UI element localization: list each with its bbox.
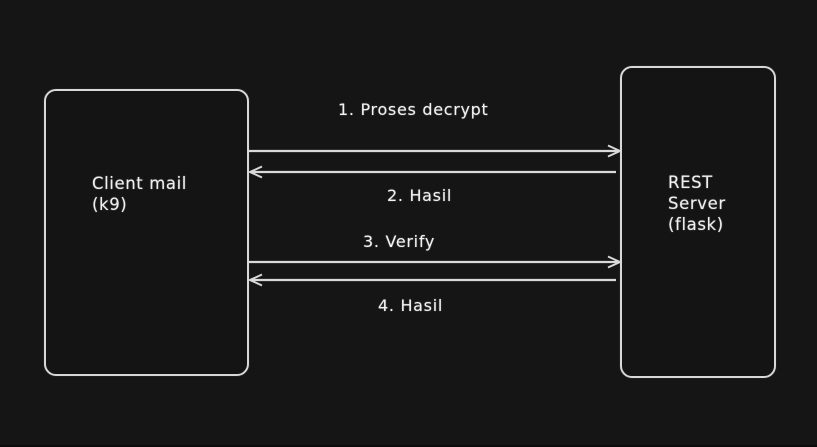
rest-server-node-label: REST Server (flask)	[668, 173, 726, 234]
message-label-4: 4. Hasil	[378, 296, 444, 315]
client-mail-node[interactable]: Client mail (k9)	[44, 89, 249, 376]
message-arrow-4-left	[247, 273, 616, 287]
message-arrow-2-left	[247, 165, 616, 179]
message-label-3: 3. Verify	[363, 232, 436, 251]
message-label-2: 2. Hasil	[387, 186, 453, 205]
message-label-1: 1. Proses decrypt	[338, 100, 489, 119]
rest-server-node[interactable]: REST Server (flask)	[620, 66, 776, 378]
message-arrow-3-right	[248, 255, 623, 269]
message-arrow-1-right	[248, 144, 623, 158]
client-mail-node-label: Client mail (k9)	[92, 174, 187, 214]
